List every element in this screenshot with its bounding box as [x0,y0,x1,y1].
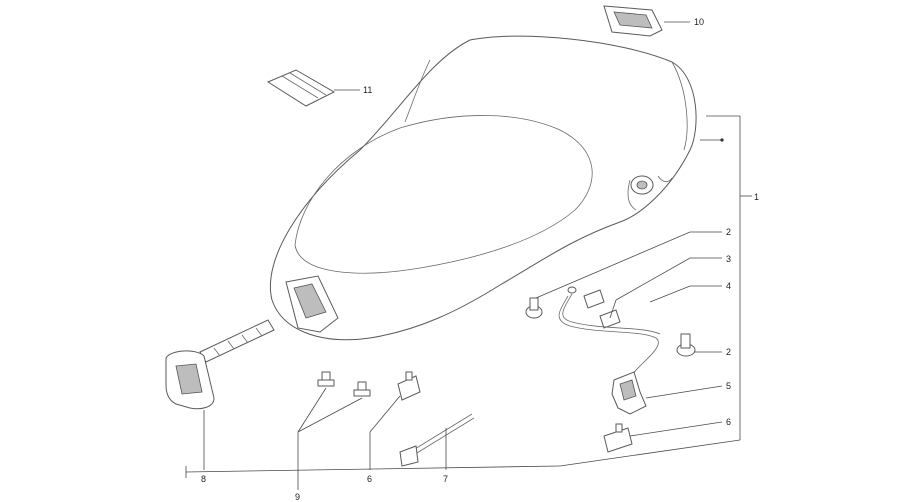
part-2-bump-stop-left [525,297,543,319]
callout-11: 11 [363,85,372,95]
part-6-clip-right [603,423,633,453]
seat [270,35,697,341]
part-8-handle [165,319,275,410]
leader-lines [185,21,752,490]
part-7-cable-tie [399,413,475,467]
callout-7: 7 [443,474,448,484]
part-3-connectors [583,289,621,329]
part-6-clip-left [397,371,421,401]
part-5-latch [611,371,647,415]
callout-10: 10 [694,17,704,27]
part-11-pad [266,69,336,107]
callout-3: 3 [726,254,731,264]
callout-6a: 6 [726,417,731,427]
callout-4: 4 [726,281,731,291]
callout-8: 8 [201,474,206,484]
callout-5: 5 [726,381,731,391]
callout-2b: 2 [726,347,731,357]
callout-9: 9 [295,492,300,502]
part-2-bump-stop-right [676,333,696,357]
callout-labels: 1 2 3 4 2 5 6 10 11 8 9 6 7 [201,17,759,502]
callout-2a: 2 [726,227,731,237]
callout-1: 1 [754,192,759,202]
callout-6b: 6 [367,474,372,484]
part-4-cable [558,286,661,379]
part-9-bolts [317,371,371,397]
part-10-cap [603,5,663,37]
